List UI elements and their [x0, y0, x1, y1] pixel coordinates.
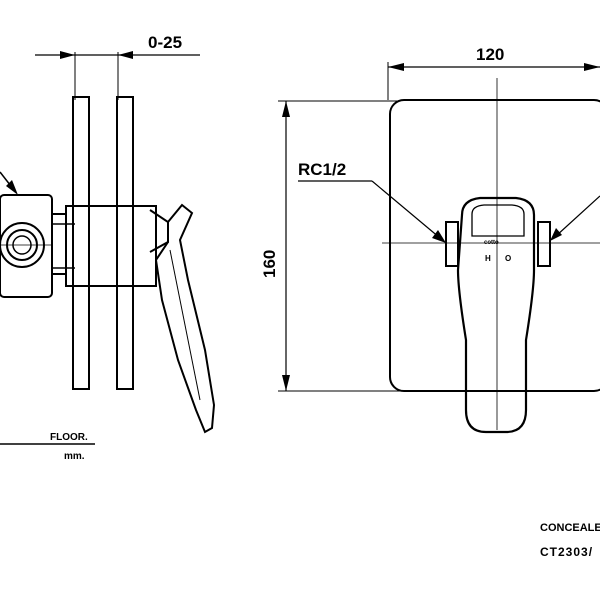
brand-label: cotto: [484, 240, 499, 246]
title-block: CONCEALE CT2303/: [540, 522, 600, 559]
floor-label: FLOOR.: [50, 432, 88, 443]
width-dimension: 120: [387, 45, 600, 100]
unit-label: mm.: [64, 451, 85, 462]
height-label: 160: [260, 250, 279, 278]
cold-label: O: [505, 254, 511, 263]
model-number: CT2303/: [540, 545, 593, 559]
width-label: 120: [476, 45, 504, 64]
wall-plates: [72, 96, 134, 390]
valve-body: [0, 171, 75, 298]
cover-plate: [389, 99, 600, 392]
thread-label: RC1/2: [298, 160, 346, 179]
product-title: CONCEALE: [540, 522, 600, 534]
front-view: 120 160 RC1/2: [260, 45, 600, 434]
lever-handle: [154, 203, 216, 434]
height-dimension: 160: [260, 100, 400, 392]
floor-line: FLOOR. mm.: [0, 432, 95, 462]
depth-dimension: 0-25: [35, 33, 200, 100]
depth-range-label: 0-25: [148, 33, 182, 52]
hot-label: H: [485, 254, 491, 263]
side-view: 0-25: [0, 33, 216, 462]
center-lines: [382, 78, 600, 430]
handle-front: cotto H O: [445, 196, 551, 434]
handle-housing: [65, 205, 169, 287]
thread-callout: RC1/2: [298, 160, 600, 243]
